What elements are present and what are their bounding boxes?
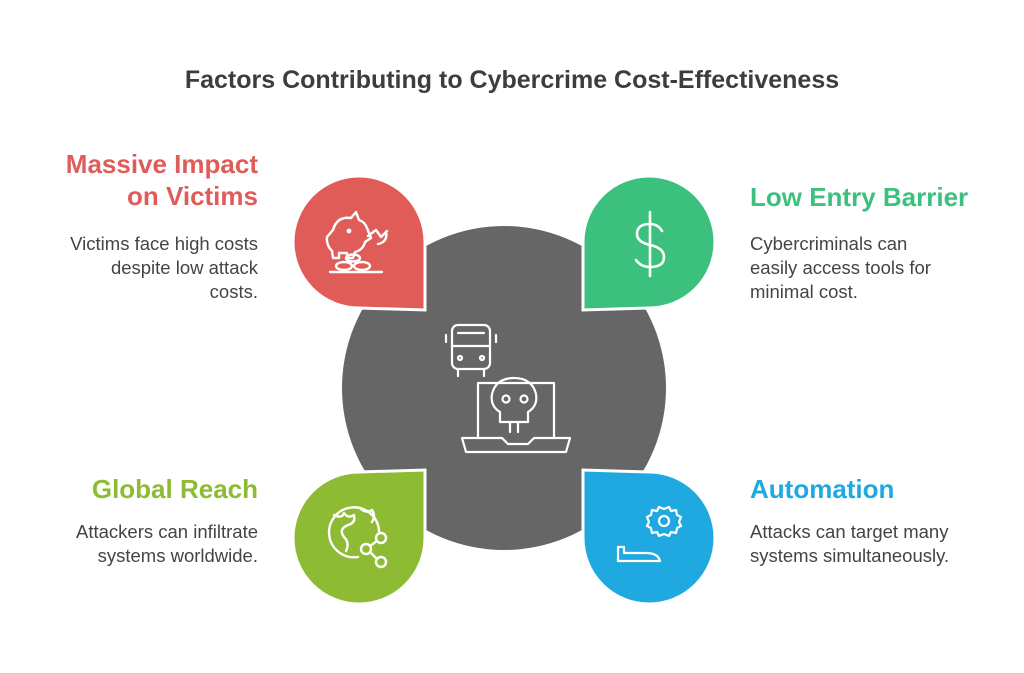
victims-heading: Massive Impact on Victims: [65, 149, 258, 211]
automation-heading: Automation: [750, 474, 895, 504]
reach-heading: Global Reach: [91, 474, 258, 504]
barrier-description: Cybercriminals can easily access tools f…: [750, 233, 931, 302]
reach-petal: [291, 468, 427, 606]
dollar-icon: [634, 210, 666, 278]
reach-description: Attackers can infiltrate systems worldwi…: [76, 521, 258, 566]
globe-share-icon: [327, 506, 388, 569]
skull-laptop-icon: [460, 376, 572, 454]
automation-petal: [581, 468, 717, 606]
victims-petal: [291, 174, 427, 312]
victims-description: Victims face high costs despite low atta…: [70, 233, 258, 302]
automation-description: Attacks can target many systems simultan…: [750, 521, 950, 566]
bus-icon: [444, 323, 498, 378]
gear-hand-icon: [616, 505, 683, 563]
broken-piggy-bank-icon: [325, 210, 389, 274]
barrier-heading: Low Entry Barrier: [750, 182, 969, 212]
diagram-title: Factors Contributing to Cybercrime Cost-…: [184, 66, 840, 94]
